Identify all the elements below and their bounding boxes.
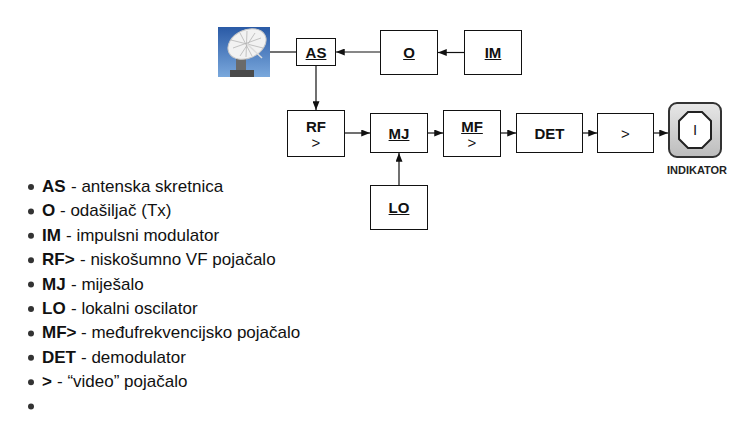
legend-abbreviation: MJ: [42, 275, 66, 295]
legend-description: - miješalo: [71, 275, 144, 295]
legend-description: - impulsni modulator: [66, 226, 219, 246]
signal-arrow: [654, 132, 668, 133]
legend-abbreviation: IM: [42, 226, 61, 246]
antenna-feed-line: [270, 51, 296, 52]
duplexer-box: AS: [296, 38, 336, 66]
node-text: RF: [306, 118, 326, 135]
legend-abbreviation: DET: [42, 348, 76, 368]
legend-description: - lokalni oscilator: [71, 299, 198, 319]
transmitter-box: O: [380, 30, 438, 75]
signal-arrow: [583, 132, 597, 133]
indicator-octagon: I: [678, 111, 712, 149]
signal-arrow: [438, 52, 464, 53]
node-text: O: [403, 44, 415, 61]
legend-description: - “video” pojačalo: [57, 372, 187, 392]
rf-amplifier-box: RF>: [287, 110, 345, 157]
node-text: MF: [461, 118, 483, 135]
node-text: INDIKATOR: [650, 164, 744, 176]
legend-abbreviation: LO: [42, 299, 66, 319]
signal-arrow: [398, 153, 399, 185]
legend-description: - antenska skretnica: [71, 177, 223, 197]
node-text: LO: [389, 199, 410, 216]
legend-description: - niskošumno VF pojačalo: [80, 250, 276, 270]
signal-arrow: [501, 132, 516, 133]
detector-box: DET: [516, 113, 583, 153]
radar-antenna-illustration: [218, 23, 271, 77]
signal-arrow: [428, 132, 443, 133]
legend-abbreviation: AS: [42, 177, 66, 197]
signal-arrow: [345, 132, 370, 133]
list-bullets: [28, 184, 34, 410]
node-text: >: [621, 126, 630, 141]
indicator-display: INDIKATORI: [668, 102, 722, 158]
legend-description: - odašiljač (Tx): [60, 201, 171, 221]
node-text: AS: [306, 44, 327, 61]
signal-arrow: [336, 51, 380, 52]
modulator-box: IM: [464, 30, 522, 75]
signal-arrow: [315, 66, 316, 110]
node-text: IM: [485, 44, 502, 61]
legend-description: - demodulator: [81, 348, 186, 368]
node-text: I: [693, 122, 697, 138]
local-oscillator-box: LO: [370, 185, 428, 230]
node-text: MJ: [389, 125, 410, 142]
legend-abbreviation: MF>: [42, 323, 76, 343]
legend-abbreviation: >: [42, 372, 52, 392]
legend-abbreviation: O: [42, 201, 55, 221]
node-text: >: [312, 135, 321, 150]
video-amplifier-box: >: [597, 113, 654, 153]
node-text: >: [468, 135, 477, 150]
legend-abbreviation: RF>: [42, 250, 75, 270]
legend-description: - međufrekvencijsko pojačalo: [81, 323, 300, 343]
mixer-box: MJ: [370, 113, 428, 153]
if-amplifier-box: MF>: [443, 110, 501, 157]
node-text: DET: [535, 125, 565, 142]
